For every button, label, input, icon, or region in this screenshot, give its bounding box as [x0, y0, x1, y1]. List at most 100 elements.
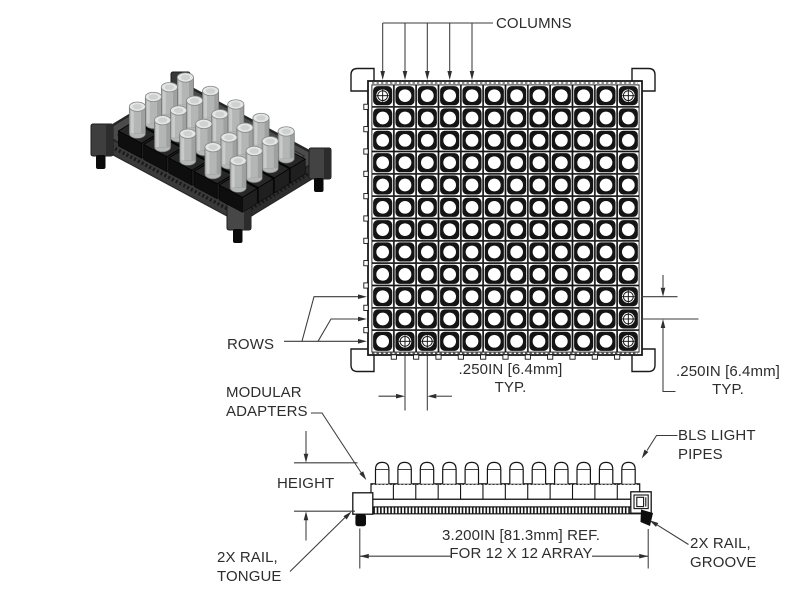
rail-tab-bottom — [614, 354, 621, 360]
rail-tab-bottom — [547, 354, 554, 360]
light-pipe — [621, 461, 636, 484]
grid-cell — [393, 129, 417, 152]
grid-cell — [393, 106, 417, 130]
light-pipe — [554, 461, 569, 484]
grid-cell — [527, 330, 551, 353]
grid-cell — [460, 84, 484, 107]
row-pitch-text: .250IN [6.4mm] TYP. — [663, 363, 793, 399]
grid-cell — [483, 151, 506, 174]
light-pipe — [464, 461, 480, 484]
modular-adapters-label: MODULAR ADAPTERS — [226, 384, 308, 420]
grid-cell — [438, 218, 461, 241]
grid-cell — [594, 196, 618, 219]
rail-tab-left — [363, 304, 369, 311]
grid-cell — [527, 218, 551, 241]
grid-cell — [550, 240, 573, 264]
iso-light-pipe — [229, 155, 247, 193]
height-dimension — [294, 431, 358, 541]
grid-cell — [416, 240, 439, 264]
grid-cell — [505, 151, 528, 174]
columns-arrowheads — [380, 71, 475, 80]
grid-cell — [505, 106, 528, 130]
grid-cell — [527, 129, 551, 152]
iso-light-pipe — [245, 145, 263, 183]
grid-cell — [483, 330, 506, 353]
grid-cell — [371, 330, 394, 353]
rail-tab-bottom — [413, 354, 420, 360]
grid-cell — [460, 151, 484, 174]
row-pitch-value: .250IN [6.4mm] — [676, 363, 780, 380]
grid-cell — [438, 263, 461, 286]
grid-cell — [572, 129, 595, 152]
grid-cell — [505, 263, 528, 286]
grid-cell — [617, 106, 640, 130]
groove-leader — [656, 524, 689, 545]
grid-cell — [438, 285, 461, 308]
grid-cell — [393, 240, 417, 264]
grid-cell — [371, 285, 394, 308]
grid-cell — [416, 106, 439, 130]
grid-cell — [617, 240, 640, 264]
rail-tab-left — [363, 282, 369, 289]
grid-cell — [460, 307, 484, 331]
grid-cell — [460, 129, 484, 152]
iso-post-foot — [96, 155, 106, 169]
grid-cell — [594, 240, 618, 264]
grid-cell — [617, 151, 640, 174]
tongue-leader — [289, 517, 346, 572]
rail-tab-left — [363, 237, 369, 244]
rail-tab-left — [363, 193, 369, 200]
grid-cell — [505, 285, 528, 308]
top-view — [284, 22, 699, 411]
light-pipes — [374, 461, 636, 484]
grid-cell — [527, 263, 551, 286]
rail-tab-left — [363, 103, 369, 110]
grid-cell — [617, 263, 640, 286]
grid-cell — [594, 330, 618, 353]
bls-light-pipes-label: BLS LIGHT PIPES — [678, 427, 756, 463]
row-pitch-arrowheads — [660, 287, 666, 328]
light-pipe — [397, 461, 412, 484]
grid-cell — [550, 196, 573, 219]
grid-cell — [527, 196, 551, 219]
grid-cell — [572, 330, 595, 353]
iso-light-pipe — [154, 115, 172, 153]
row-pitch-typ: TYP. — [712, 381, 744, 398]
grid-cell — [438, 84, 461, 107]
grid-cell — [527, 106, 551, 130]
rail-tongue-label: 2X RAIL, TONGUE — [217, 549, 282, 585]
rail-tab-bottom — [457, 354, 464, 360]
grid-cell — [527, 84, 551, 107]
grid-cell — [416, 218, 439, 241]
grid-cell — [594, 151, 618, 174]
iso-post-foot — [233, 229, 243, 243]
rail-groove-label: 2X RAIL, GROOVE — [690, 535, 757, 571]
grid-cell — [460, 285, 484, 308]
grid-cell — [483, 263, 506, 286]
bls-leader — [646, 434, 678, 451]
width-arrowheads — [359, 553, 649, 559]
rows-label: ROWS — [227, 336, 275, 353]
grid-cell — [572, 263, 595, 286]
column-pitch-text: .250IN [6.4mm] TYP. — [448, 361, 573, 397]
groove-detail-inner — [636, 496, 645, 508]
grid-cell-datum — [393, 330, 417, 353]
grid-cell-datum — [371, 84, 394, 107]
grid-cell — [416, 285, 439, 308]
width-dimension — [359, 528, 649, 569]
grid-cell-datum — [416, 330, 439, 353]
column-pitch-value: .250IN [6.4mm] — [458, 361, 563, 378]
grid-cell — [483, 218, 506, 241]
left-rail-block — [352, 492, 374, 515]
light-pipe — [419, 461, 435, 484]
grid-cell — [572, 106, 595, 130]
grid-cell — [483, 307, 506, 331]
light-pipe — [598, 461, 614, 484]
rail-tab-bottom — [480, 354, 487, 360]
iso-light-pipe — [128, 101, 146, 139]
rail-tab-bottom — [569, 354, 576, 360]
grid-cell — [483, 173, 506, 197]
grid-cell — [371, 307, 394, 331]
grid-cell — [483, 196, 506, 219]
